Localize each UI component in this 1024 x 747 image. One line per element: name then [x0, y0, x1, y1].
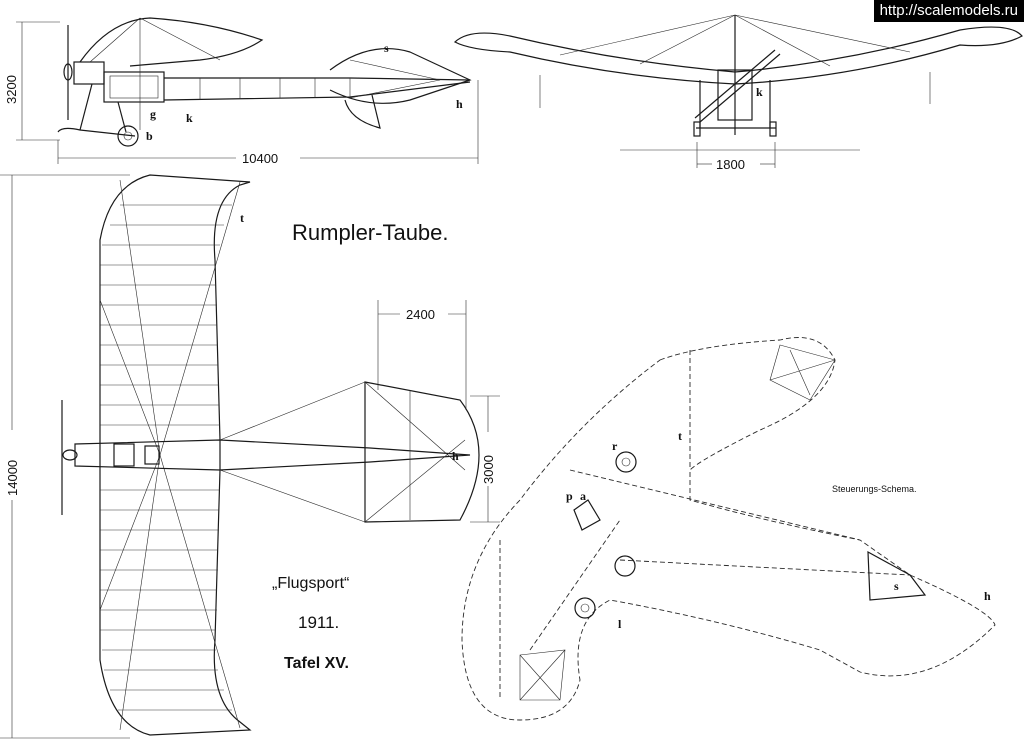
top-tail [364, 381, 480, 523]
top-wing [99, 174, 252, 736]
top-view: t h 14000 2400 3000 [0, 174, 500, 739]
scheme-tail-block [867, 550, 927, 601]
wing-ribs [100, 204, 232, 711]
side-label-b: b [146, 129, 153, 143]
side-fuselage [163, 77, 471, 101]
side-label-g: g [150, 107, 156, 121]
tail-width-dimension: 3000 [481, 455, 496, 484]
scheme-title: Steuerungs-Schema. [832, 484, 917, 494]
watermark: http://scalemodels.ru [873, 0, 1024, 22]
side-view: s h g k b 3200 10400 [4, 17, 479, 166]
side-label-h: h [456, 97, 463, 111]
scheme-label-t: t [678, 429, 682, 443]
side-label-s: s [384, 41, 389, 55]
scheme-label-a: a [580, 489, 586, 503]
drawing-title: Rumpler-Taube. [292, 220, 449, 245]
control-scheme: r t p a l s h [461, 337, 996, 721]
plate-number: Tafel XV. [284, 655, 349, 672]
front-wing [453, 26, 1023, 85]
front-propeller [694, 49, 776, 119]
side-wing [79, 17, 264, 67]
front-fuselage [717, 69, 753, 121]
scheme-label-p: p [566, 489, 573, 503]
publication-year: 1911. [298, 613, 339, 632]
track-dimension: 1800 [716, 157, 745, 172]
length-dimension: 10400 [242, 151, 278, 166]
top-label-t: t [240, 211, 244, 225]
scheme-label-l: l [618, 617, 622, 631]
scheme-label-r: r [612, 439, 618, 453]
front-label-k: k [756, 85, 763, 99]
side-label-k: k [186, 111, 193, 125]
scheme-label-h: h [984, 589, 991, 603]
scheme-label-s: s [894, 579, 899, 593]
top-fuselage [74, 439, 471, 471]
height-dimension: 3200 [4, 75, 19, 104]
front-view: k 1800 [453, 14, 1023, 172]
span-dimension: 14000 [5, 460, 20, 496]
scheme-outline [461, 337, 996, 721]
tail-length-dimension: 2400 [406, 307, 435, 322]
top-label-h: h [452, 449, 459, 463]
source-line: „Flugsport“ [272, 575, 349, 592]
side-tail [329, 47, 472, 104]
